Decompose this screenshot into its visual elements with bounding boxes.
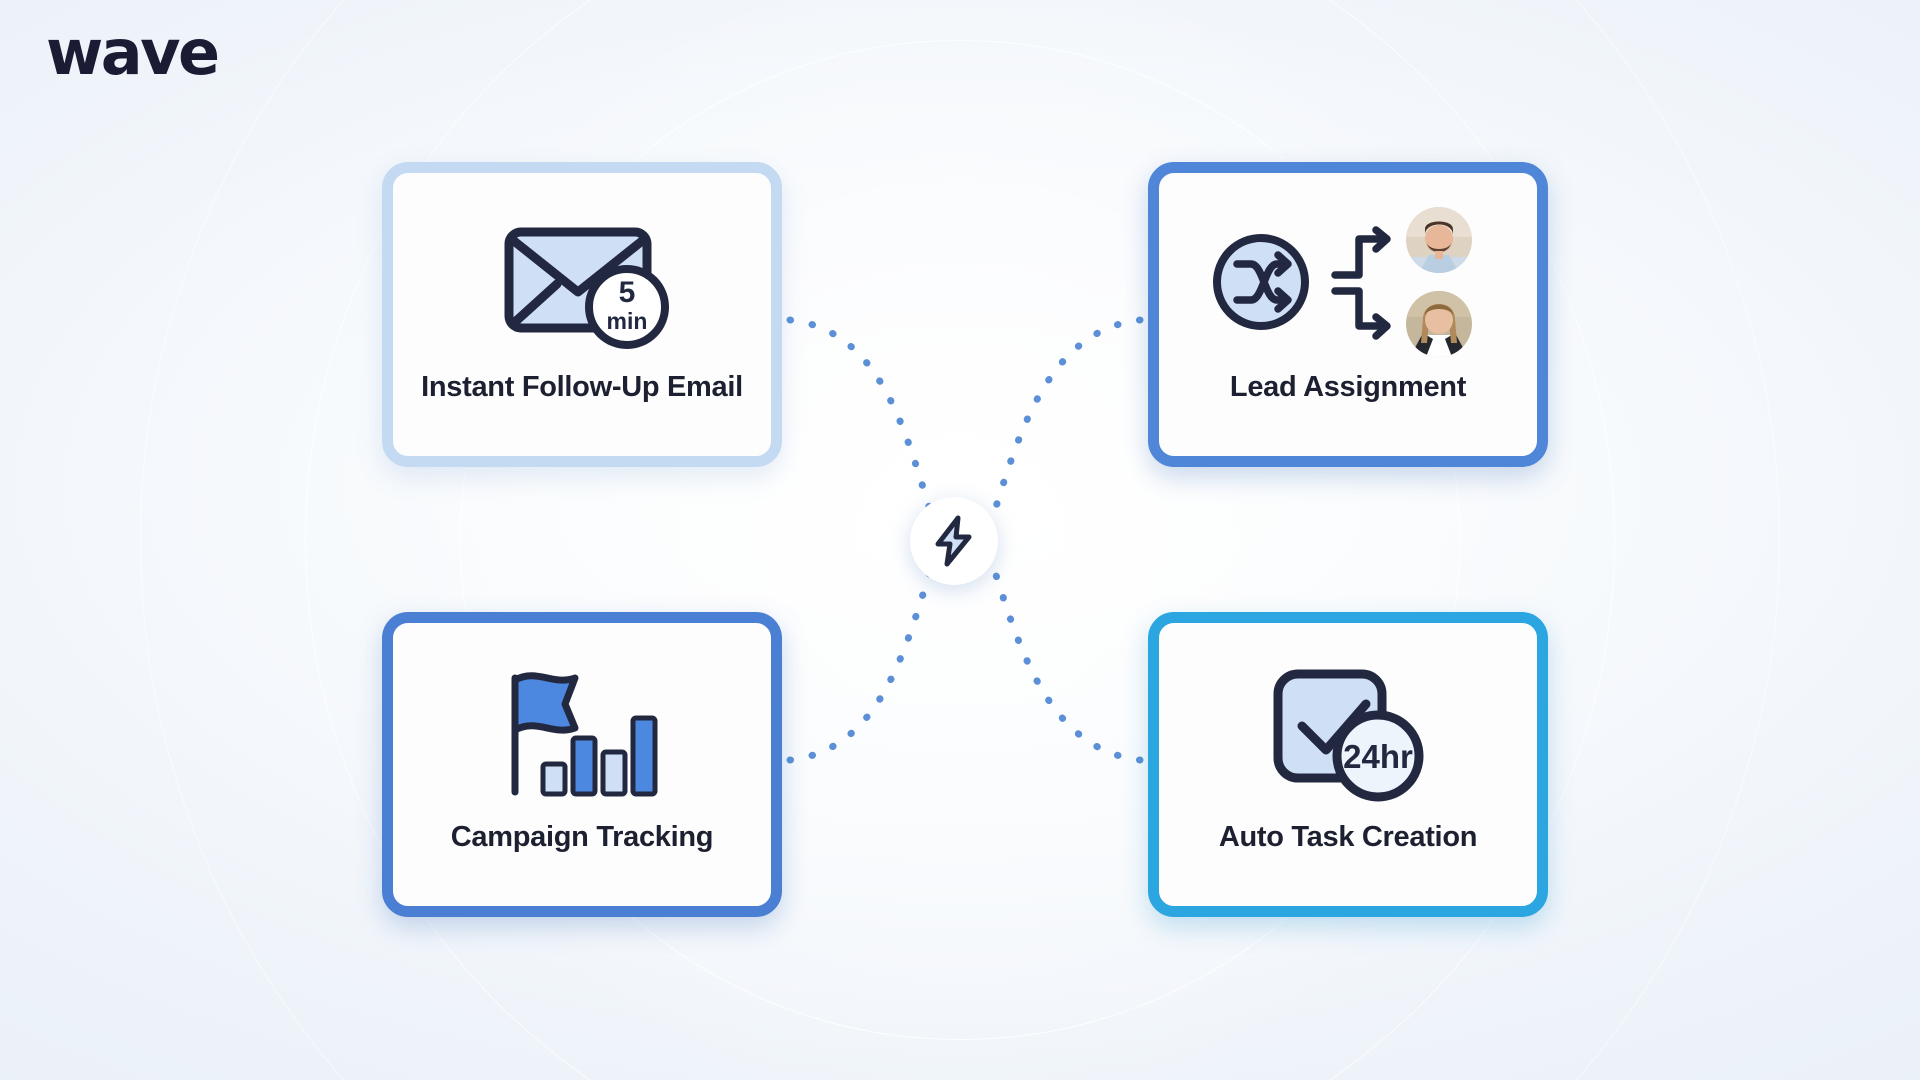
card-auto-task-creation[interactable]: 24hr Auto Task Creation — [1148, 612, 1548, 917]
badge-value-unit: min — [607, 308, 648, 334]
wave-logo: wave — [46, 16, 220, 89]
checkbox-icon: 24hr — [1159, 657, 1537, 807]
badge-circle — [1332, 710, 1423, 801]
flag-bar-chart-icon — [393, 657, 771, 807]
badge-value: 24hr — [1343, 738, 1413, 775]
card-body: 24hr Auto Task Creation — [1159, 623, 1537, 906]
card-instant-follow-up-email[interactable]: 5 min Instant Follow-Up Email — [382, 162, 782, 467]
card-campaign-tracking[interactable]: Campaign Tracking — [382, 612, 782, 917]
avatar-woman — [1406, 291, 1472, 357]
card-body: 5 min Instant Follow-Up Email — [393, 173, 771, 456]
card-label-campaign-tracking: Campaign Tracking — [450, 821, 714, 853]
card-body: Lead Assignment — [1159, 173, 1537, 456]
card-label-lead-assignment: Lead Assignment — [1229, 371, 1467, 403]
lightning-bolt-icon — [935, 515, 972, 567]
bar-1 — [540, 761, 568, 796]
bar-4 — [630, 715, 658, 796]
avatar-man — [1406, 207, 1472, 273]
bar-2 — [570, 735, 598, 796]
card-label-instant-follow-up-email: Instant Follow-Up Email — [421, 371, 743, 403]
card-lead-assignment[interactable]: Lead Assignment — [1148, 162, 1548, 467]
badge-value-number: 5 — [619, 276, 636, 309]
arrow-branch-lower — [1331, 287, 1389, 330]
card-label-auto-task-creation: Auto Task Creation — [1218, 821, 1478, 853]
automation-hub-node[interactable] — [910, 497, 998, 585]
arrow-branch-upper — [1331, 235, 1389, 279]
bar-3 — [600, 749, 628, 796]
flag-banner — [511, 671, 579, 734]
card-body: Campaign Tracking — [393, 623, 771, 906]
lead-assignment-graphic — [1159, 207, 1537, 357]
envelope-icon: 5 min — [393, 207, 771, 357]
